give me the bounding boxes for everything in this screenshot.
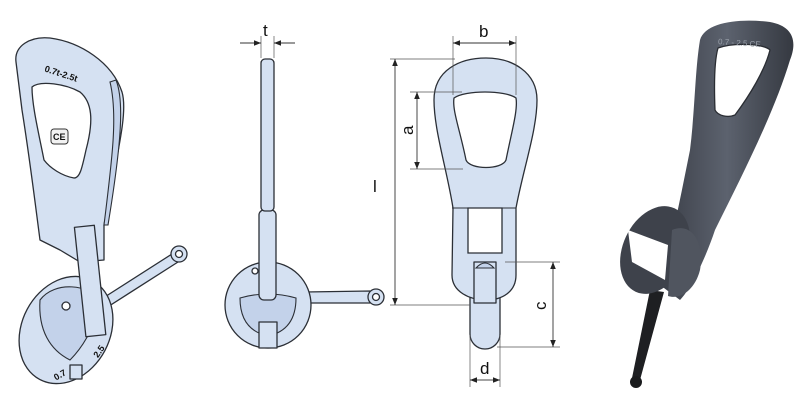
lifting-eye-rim bbox=[103, 79, 122, 226]
ce-badge bbox=[50, 128, 69, 145]
handle-bar bbox=[99, 253, 179, 309]
front-eye-hole bbox=[453, 91, 518, 169]
product-photo: 0.7 - 2.5 CE bbox=[620, 20, 794, 388]
photo-marking: 0.7 - 2.5 CE bbox=[718, 37, 761, 49]
side-notch bbox=[258, 321, 278, 349]
dim-label-l: l bbox=[373, 177, 377, 196]
front-pin-head bbox=[474, 262, 496, 269]
side-plate bbox=[260, 58, 275, 212]
photo-eye-body bbox=[660, 20, 794, 300]
front-pin bbox=[473, 261, 497, 304]
front-view: b l a c d bbox=[373, 22, 560, 387]
side-shank bbox=[258, 209, 277, 301]
side-view: t bbox=[224, 21, 385, 349]
photo-anchor-rod bbox=[632, 290, 664, 380]
side-handle bbox=[304, 290, 371, 304]
side-handle-eye-hole bbox=[371, 292, 381, 302]
photo-rod-ball bbox=[630, 376, 642, 388]
photo-hook bbox=[668, 228, 701, 297]
ce-marking: CE bbox=[53, 132, 66, 142]
dim-label-c: c bbox=[531, 301, 550, 310]
front-slot bbox=[467, 207, 503, 254]
dim-label-t: t bbox=[263, 21, 268, 40]
side-pin bbox=[251, 267, 259, 275]
isometric-view: 0.7t-2.5t CE 2.5 0.7 bbox=[15, 37, 188, 385]
dim-label-d: d bbox=[480, 359, 489, 378]
photo-ring-slot bbox=[628, 230, 668, 280]
dim-label-a: a bbox=[398, 125, 417, 135]
photo-eye-hole bbox=[713, 43, 771, 117]
handle-eye-hole bbox=[174, 249, 184, 259]
ring-notch bbox=[69, 364, 83, 380]
ring-pin bbox=[61, 301, 71, 311]
hook-shank bbox=[73, 224, 107, 338]
dim-label-b: b bbox=[479, 22, 488, 41]
